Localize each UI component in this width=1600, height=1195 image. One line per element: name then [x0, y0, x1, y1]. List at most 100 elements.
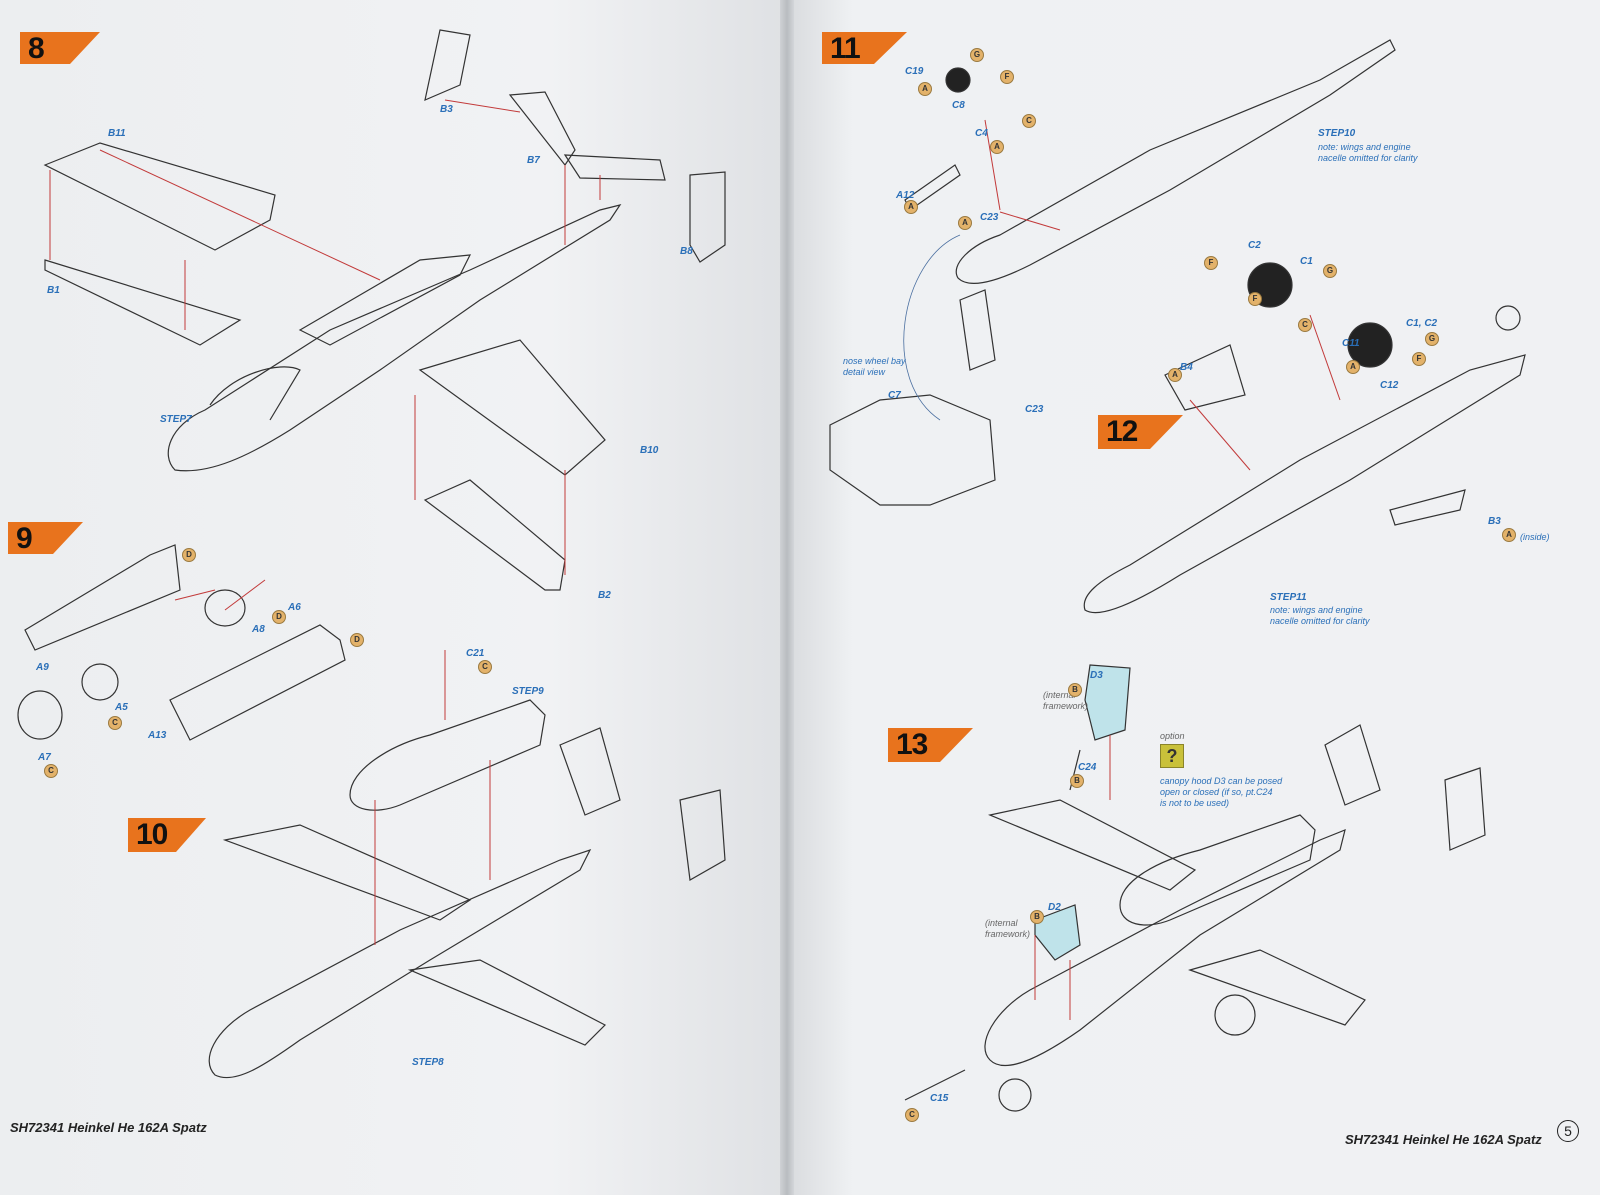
wing-b2 [423, 479, 566, 591]
part-c8-label: C8 [952, 100, 965, 111]
step11-note-line1: note: wings and engine [1270, 605, 1363, 615]
part-c2-label: C2 [1248, 240, 1261, 251]
wing-b11 [43, 142, 276, 251]
nose-bay-note-line1: nose wheel bay [843, 356, 906, 366]
part-b4 [1164, 344, 1246, 411]
step9-label: STEP9 [512, 686, 544, 697]
paint-a-icon: A [904, 200, 918, 214]
part-c15-label: C15 [930, 1093, 949, 1104]
left-page [0, 0, 785, 1195]
part-b10-label: B10 [640, 445, 659, 456]
part-a12-label: A12 [896, 190, 915, 201]
d3-note-line1: (internal [1043, 690, 1076, 700]
stab-b7 [508, 91, 576, 167]
paint-f-icon: F [1204, 256, 1218, 270]
nose-bay-note-line2: detail view [843, 367, 886, 377]
paint-d-icon: D [272, 610, 286, 624]
part-b3-label: B3 [440, 104, 453, 115]
part-c23-label: C23 [980, 212, 999, 223]
paint-d-icon: D [182, 548, 196, 562]
step8-label: STEP8 [412, 1057, 444, 1068]
step-9-number: 9 [16, 522, 33, 555]
fin-b8 [689, 171, 726, 263]
canopy-note-line1: canopy hood D3 can be posed [1160, 776, 1283, 786]
step10-left-wing [222, 824, 472, 921]
paint-f-icon: F [1248, 292, 1262, 306]
paint-b-icon: B [1070, 774, 1084, 788]
step10-note-line1: note: wings and engine [1318, 142, 1411, 152]
paint-g-icon: G [1425, 332, 1439, 346]
paint-f-icon: F [1000, 70, 1014, 84]
right-page [788, 0, 1600, 1195]
part-c4-label: C4 [975, 128, 988, 139]
wing-b10 [418, 339, 606, 476]
step10-fuselage [955, 39, 1396, 284]
part-a13-label: A13 [148, 730, 167, 741]
step7-label: STEP7 [160, 414, 192, 425]
d2-note-line2: framework) [985, 929, 1031, 939]
step9-engine [349, 699, 546, 811]
part-b8-label: B8 [680, 246, 693, 257]
part-c23b-label: C23 [1025, 404, 1044, 415]
paint-a-icon: A [958, 216, 972, 230]
part-c1-c2-label: C1, C2 [1406, 318, 1438, 329]
windscreen-d2 [1034, 904, 1081, 961]
wing-b1 [44, 259, 242, 346]
canopy-note-line2: open or closed (if so, pt.C24 [1160, 787, 1273, 797]
part-a8-label: A8 [252, 624, 265, 635]
footer-left: SH72341 Heinkel He 162A Spatz [10, 1120, 207, 1135]
paint-c-icon: C [108, 716, 122, 730]
part-c12-label: C12 [1380, 380, 1399, 391]
part-c24-label: C24 [1078, 762, 1097, 773]
paint-a-icon: A [1346, 360, 1360, 374]
paint-c-icon: C [1298, 318, 1312, 332]
part-a7-label: A7 [38, 752, 51, 763]
step8-fuselage [208, 848, 592, 1079]
paint-c-icon: C [478, 660, 492, 674]
d3-note-line2: framework) [1043, 701, 1089, 711]
part-c1-label: C1 [1300, 256, 1313, 267]
part-b2-label: B2 [598, 590, 611, 601]
part-c19-label: C19 [905, 66, 924, 77]
step10-note-line2: nacelle omitted for clarity [1318, 153, 1418, 163]
part-a6-label: A6 [288, 602, 301, 613]
paint-g-icon: G [970, 48, 984, 62]
part-b1-label: B1 [47, 285, 60, 296]
paint-d-icon: D [350, 633, 364, 647]
page-number: 5 [1557, 1120, 1579, 1142]
paint-c-icon: C [1022, 114, 1036, 128]
paint-a-icon: A [1168, 368, 1182, 382]
question-icon: ? [1160, 744, 1184, 768]
d2-note-line1: (internal [985, 918, 1018, 928]
inside-note: (inside) [1520, 532, 1550, 542]
step-11-number: 11 [830, 32, 861, 65]
paint-a-icon: A [1502, 528, 1516, 542]
step-10-number: 10 [136, 818, 168, 851]
paint-g-icon: G [1323, 264, 1337, 278]
part-b4-label: B4 [1180, 362, 1193, 373]
step-12-number: 12 [1106, 415, 1138, 448]
part-b11-label: B11 [108, 128, 126, 139]
step7-fuselage [167, 204, 622, 472]
part-a9-label: A9 [36, 662, 49, 673]
step10-label: STEP10 [1318, 128, 1356, 139]
part-c21-label: C21 [466, 648, 485, 659]
part-c11-label: C11 [1342, 338, 1360, 349]
option-label: option [1160, 731, 1185, 741]
paint-c-icon: C [44, 764, 58, 778]
part-d2-label: D2 [1048, 902, 1061, 913]
paint-b-icon: B [1068, 683, 1082, 697]
step11-fuselage [1083, 354, 1526, 614]
canopy-note-line3: is not to be used) [1160, 798, 1230, 808]
step11-label: STEP11 [1270, 592, 1307, 603]
book-gutter [780, 0, 794, 1195]
fin-b3 [424, 29, 471, 102]
paint-b-icon: B [1030, 910, 1044, 924]
paint-a-icon: A [918, 82, 932, 96]
paint-c-icon: C [905, 1108, 919, 1122]
nose-wheel-bay [829, 394, 996, 506]
step13-fuselage [984, 829, 1346, 1067]
footer-right: SH72341 Heinkel He 162A Spatz [1345, 1132, 1542, 1147]
engine-a13 [169, 624, 346, 741]
